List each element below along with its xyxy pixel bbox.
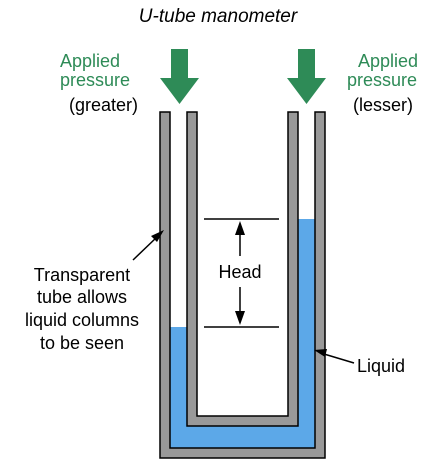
liquid-leader-line bbox=[323, 353, 355, 364]
left-pressure-qualifier: (greater) bbox=[69, 95, 138, 115]
left-down-arrow-icon bbox=[160, 49, 199, 104]
diagram-title: U-tube manometer bbox=[139, 6, 298, 27]
inner-tube-wall bbox=[186, 111, 299, 427]
tube-label-line4: to be seen bbox=[40, 333, 124, 353]
right-pressure-line1: Applied bbox=[358, 51, 418, 71]
right-pressure-qualifier: (lesser) bbox=[353, 95, 413, 115]
head-label: Head bbox=[218, 262, 261, 282]
liquid-bottom bbox=[170, 426, 315, 448]
tube-label-line3: liquid columns bbox=[25, 310, 139, 330]
liquid-left-column bbox=[170, 327, 187, 448]
right-down-arrow-icon bbox=[287, 49, 326, 104]
left-pressure-line2: pressure bbox=[60, 70, 130, 90]
tube-leader-line bbox=[132, 236, 158, 261]
tube-label-line1: Transparent bbox=[34, 265, 130, 285]
liquid-label: Liquid bbox=[357, 356, 405, 376]
tube-leader-arrow-icon bbox=[151, 230, 164, 242]
tube-label-line2: tube allows bbox=[37, 287, 127, 307]
left-pressure-line1: Applied bbox=[60, 51, 120, 71]
head-arrow-up-icon bbox=[235, 221, 245, 235]
head-arrow-down-icon bbox=[235, 311, 245, 325]
right-pressure-line2: pressure bbox=[347, 70, 417, 90]
outer-tube-wall bbox=[159, 111, 326, 459]
liquid-leader-arrow-icon bbox=[314, 349, 327, 357]
liquid-right-column bbox=[298, 219, 315, 448]
